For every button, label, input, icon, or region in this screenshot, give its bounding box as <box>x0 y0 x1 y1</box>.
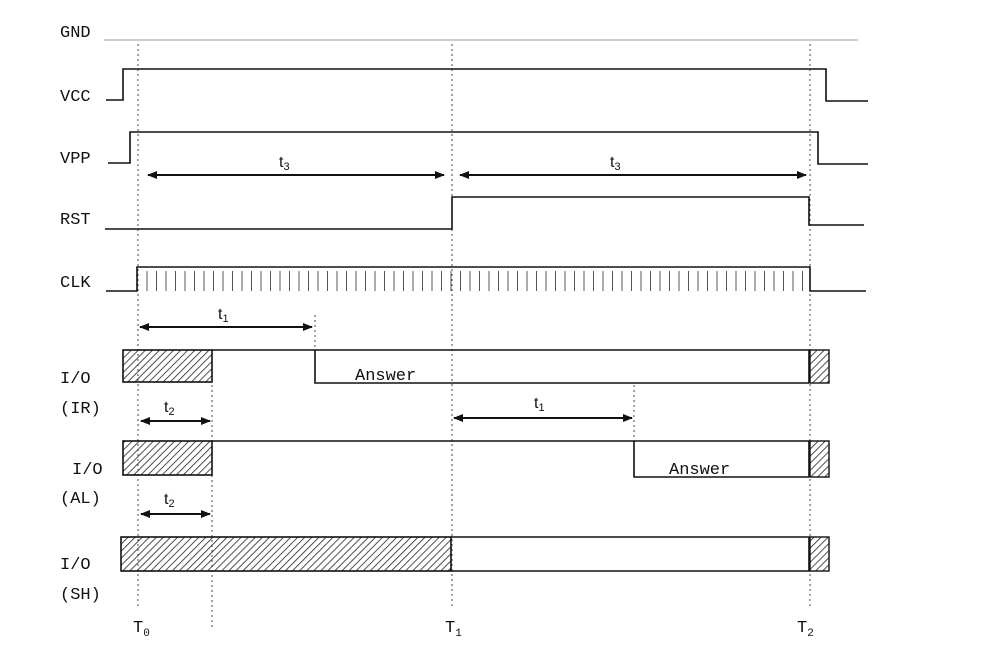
io-ir-mode-label: (IR) <box>60 400 101 419</box>
io-al-waveform <box>122 440 830 478</box>
gnd-label: GND <box>60 24 91 43</box>
clk-waveform <box>106 266 866 292</box>
rst-waveform <box>105 196 864 230</box>
clk-label: CLK <box>60 274 91 293</box>
rst-label: RST <box>60 211 91 230</box>
t2-ir-label: t2 <box>164 399 175 418</box>
t1-al-label: t1 <box>534 395 545 414</box>
t0-marker-label: T0 <box>133 619 150 640</box>
io-al-mode-label: (AL) <box>60 490 101 509</box>
io-sh-waveform <box>120 536 830 572</box>
vcc-label: VCC <box>60 88 91 107</box>
t1-ir-label: t1 <box>218 306 229 325</box>
io-ir-label: I/O <box>60 370 91 389</box>
t3-second-label: t3 <box>610 154 621 173</box>
io-sh-mode-label: (SH) <box>60 586 101 605</box>
vcc-waveform <box>106 68 868 102</box>
t3-first-label: t3 <box>279 154 290 173</box>
io-al-answer-label: Answer <box>669 461 730 480</box>
t1-marker-label: T1 <box>445 619 462 640</box>
t2-al-label: t2 <box>164 491 175 510</box>
io-ir-answer-label: Answer <box>355 367 416 386</box>
t2-marker-label: T2 <box>797 619 814 640</box>
io-ir-waveform <box>122 349 830 384</box>
vpp-label: VPP <box>60 150 91 169</box>
io-sh-label: I/O <box>60 556 91 575</box>
vpp-waveform <box>108 131 868 165</box>
io-al-label: I/O <box>72 461 103 480</box>
